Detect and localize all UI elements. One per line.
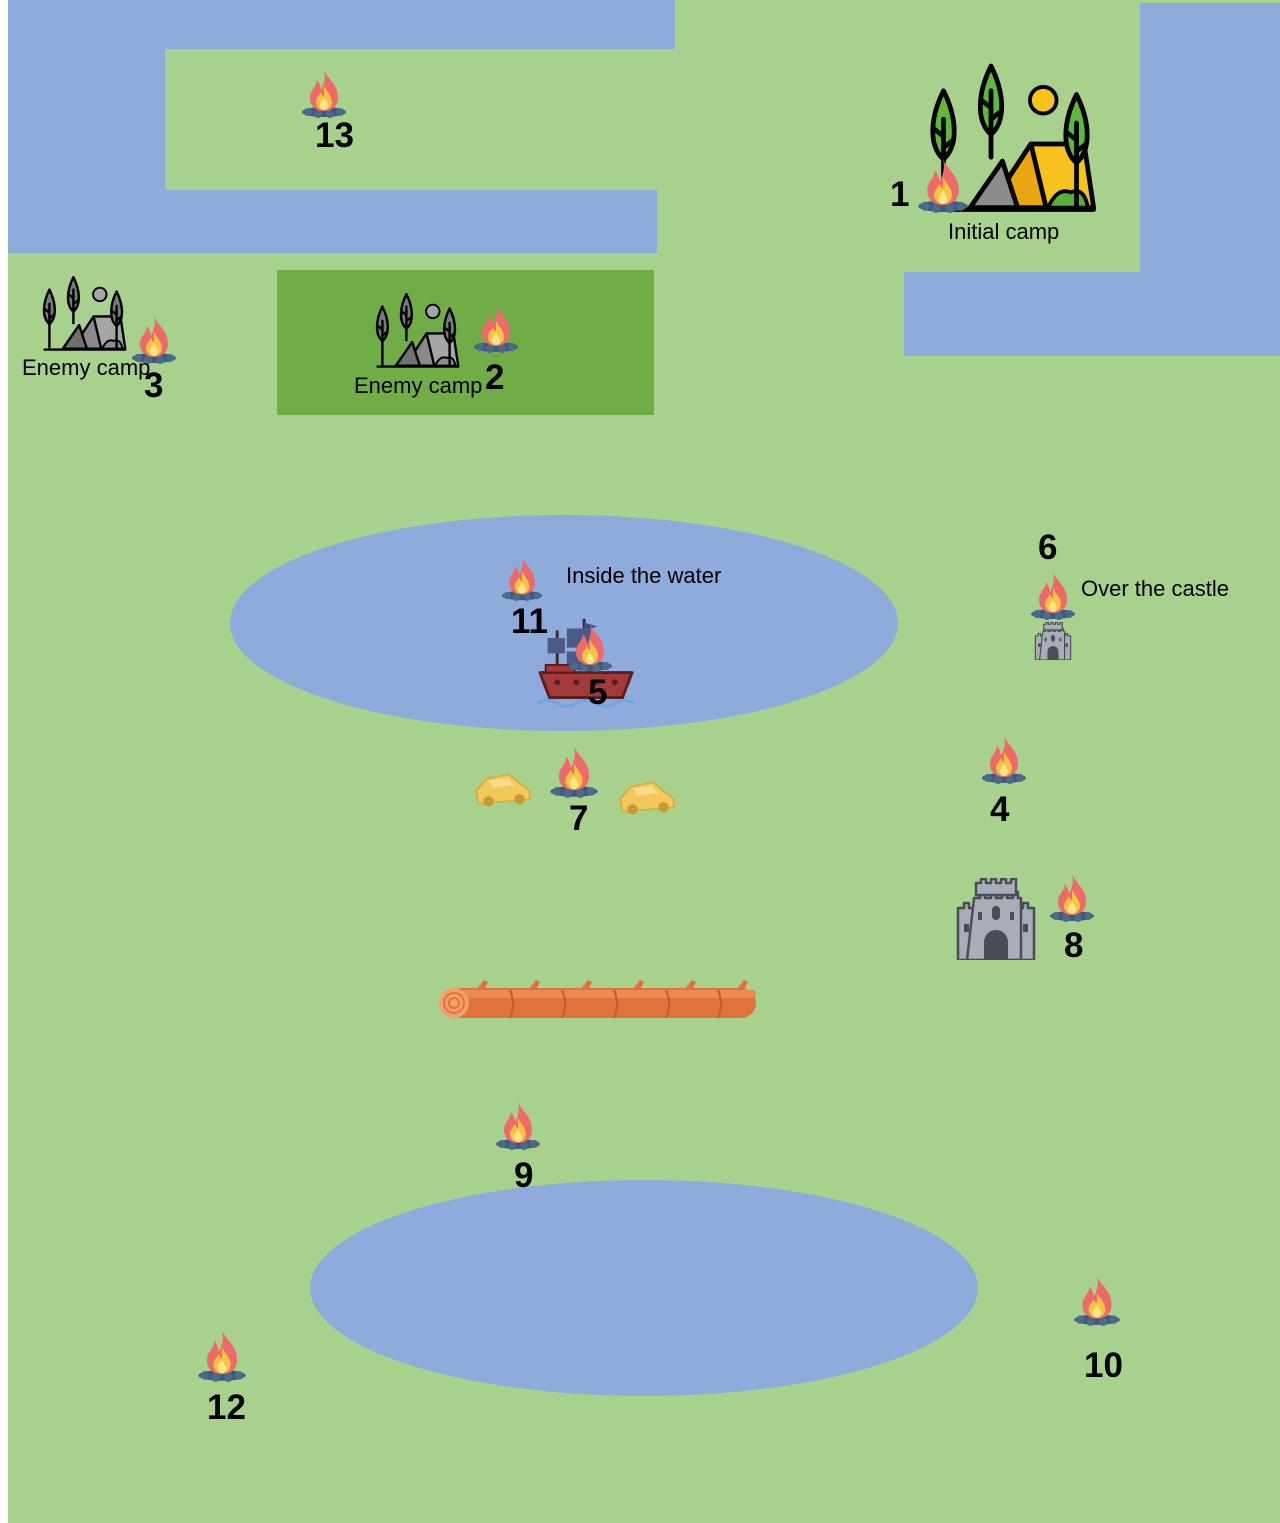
campfire-icon [472, 303, 520, 355]
enemy-camp-label-forest: Enemy camp [354, 373, 483, 398]
campfire-number: 11 [511, 602, 548, 641]
campfire-number: 9 [514, 1156, 534, 1195]
river-right-lower-band [904, 272, 1280, 356]
enemy-camp-label-left: Enemy camp [22, 355, 151, 380]
campfire-number: 2 [485, 358, 505, 397]
campfire-icon [1048, 872, 1096, 924]
campfire-number: 10 [1084, 1346, 1123, 1385]
campfire-icon [1072, 1274, 1122, 1328]
enemy-camp-tent-icon [368, 292, 464, 374]
initial-camp-label: Initial camp [948, 219, 1060, 244]
campfire-icon [566, 622, 614, 674]
forest-area [277, 270, 654, 415]
car-icon [472, 768, 534, 810]
campfire-number: 8 [1064, 926, 1084, 965]
over-castle-label: Over the castle [1081, 576, 1229, 601]
lower-lake [310, 1180, 978, 1396]
campfire-number: 12 [207, 1388, 246, 1427]
river-lower-band [8, 190, 657, 253]
campfire-number: 7 [569, 799, 589, 838]
car-icon [616, 776, 678, 818]
campfire-number: 4 [990, 790, 1010, 829]
campfire-number: 3 [144, 366, 164, 405]
campfire-icon [500, 555, 544, 603]
campfire-icon [130, 314, 178, 366]
campfire-icon [300, 68, 348, 120]
campfire-number: 13 [315, 116, 354, 155]
wooden-log-icon [436, 978, 760, 1022]
inside-water-label: Inside the water [566, 563, 722, 588]
campfire-number: 5 [588, 673, 608, 712]
campfire-icon [1029, 570, 1077, 622]
campfire-icon [494, 1100, 542, 1152]
campfire-icon [196, 1328, 248, 1384]
castle-icon [1031, 622, 1075, 660]
game-map: Initial camp Enemy camp Enemy camp Insid… [8, 0, 1280, 1523]
campfire-number: 6 [1038, 528, 1058, 567]
campfire-icon [980, 734, 1028, 786]
castle-icon [956, 878, 1036, 960]
campfire-icon [548, 744, 600, 800]
enemy-camp-tent-icon [35, 275, 131, 357]
campfire-number: 1 [890, 175, 910, 214]
campfire-icon [916, 155, 970, 217]
